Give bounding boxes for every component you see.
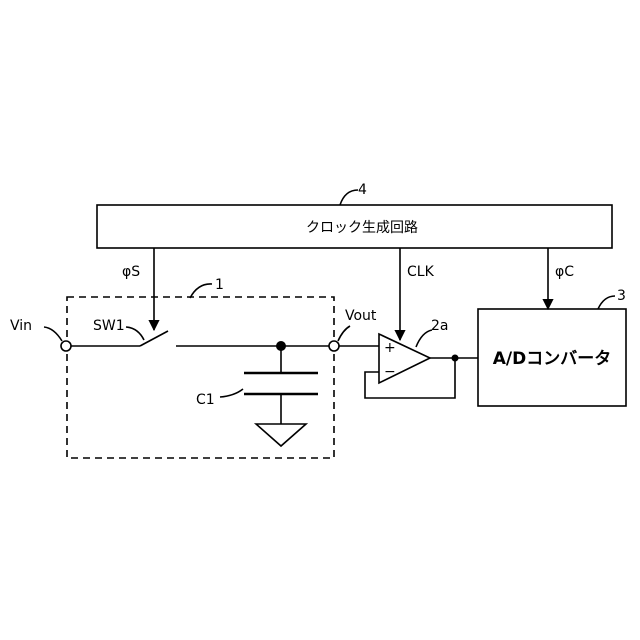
vout-label: Vout [345,308,377,324]
vin-leader [44,327,62,341]
phi-c-label: φC [555,264,574,280]
capacitor-c1: C1 [196,341,318,446]
phi-c-signal: φC [548,248,574,309]
switch-blade [140,331,168,346]
phi-s-signal: φS [122,248,154,330]
clock-generator-label: クロック生成回路 [306,220,418,236]
capacitor-label: C1 [196,392,215,408]
vin-terminal: Vin [10,318,71,351]
switch-sw1: SW1 [71,318,329,346]
capacitor-leader [220,389,243,397]
vout-leader [338,326,350,341]
amp-plus-sign: + [384,340,396,356]
sample-hold-ref-leader [190,284,212,298]
phi-s-label: φS [122,264,140,280]
ad-converter-ref-leader [598,296,615,309]
buffer-amplifier: + − 2a [339,318,478,398]
sample-hold-block: 1 [67,277,334,458]
vin-terminal-circle [61,341,71,351]
clock-ref-number: 4 [358,182,367,198]
ground-symbol [256,424,306,446]
ad-converter-label: A/Dコンバータ [493,349,611,369]
clock-ref-leader [340,190,358,205]
clock-generator-block: クロック生成回路 4 [97,182,612,248]
clk-label: CLK [407,264,435,280]
ad-converter-ref-number: 3 [617,288,626,304]
ad-converter-block: A/Dコンバータ 3 [478,288,626,406]
sample-hold-ref-number: 1 [215,277,224,293]
vout-terminal: Vout [329,308,377,351]
vin-label: Vin [10,318,32,334]
amp-ref-leader [416,330,432,347]
amp-ref-number: 2a [431,318,449,334]
switch-label: SW1 [93,318,125,334]
vout-terminal-circle [329,341,339,351]
amp-minus-sign: − [384,364,396,380]
switch-leader [126,327,144,340]
clk-signal: CLK [400,248,435,340]
